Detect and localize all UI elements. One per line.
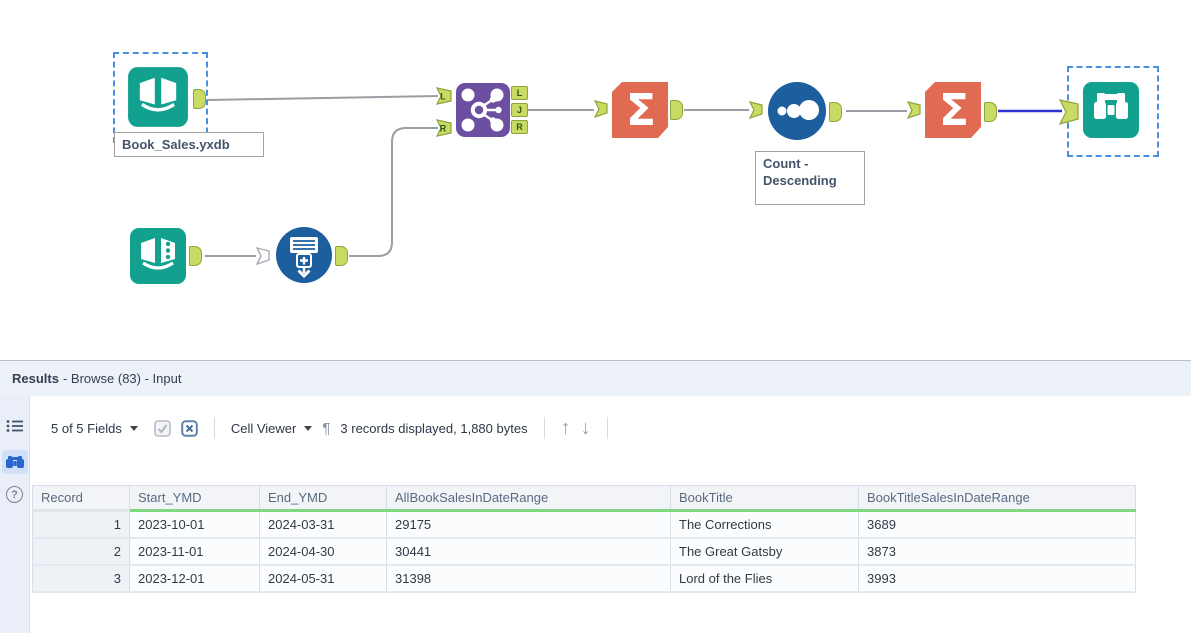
join-output-anchor-R[interactable]: R xyxy=(511,120,528,134)
data-view-button[interactable] xyxy=(1,450,28,474)
cell-viewer-dropdown[interactable]: Cell Viewer xyxy=(231,421,313,436)
summarize1-output-anchor[interactable] xyxy=(670,100,683,120)
cell-viewer-label: Cell Viewer xyxy=(230,420,297,436)
summarize-tool-icon-2[interactable]: Σ xyxy=(924,81,982,139)
results-title: Results xyxy=(12,371,59,386)
help-icon[interactable]: ? xyxy=(6,486,23,503)
results-panel: Results - Browse (83) - Input xyxy=(0,360,1191,633)
summarize2-output-anchor[interactable] xyxy=(984,102,997,122)
column-header-allbooksalesindaterange[interactable]: AllBookSalesInDateRange xyxy=(386,485,671,512)
column-header-booktitle[interactable]: BookTitle xyxy=(670,485,859,512)
record-number-cell[interactable]: 1 xyxy=(32,509,130,538)
toolbar-separator xyxy=(543,417,545,439)
input-data-tool-icon[interactable] xyxy=(127,66,189,128)
column-header-start_ymd[interactable]: Start_YMD xyxy=(129,485,260,512)
list-view-icon xyxy=(6,420,23,432)
data-cell[interactable]: 29175 xyxy=(386,509,671,538)
data-cell[interactable]: The Corrections xyxy=(670,509,859,538)
generate-rows-tool-icon[interactable] xyxy=(275,226,333,284)
summarize2-input-anchor[interactable] xyxy=(907,101,921,119)
data-cell[interactable]: 2023-10-01 xyxy=(129,509,260,538)
fields-dropdown[interactable]: 5 of 5 Fields xyxy=(51,421,138,436)
generate-rows-output-anchor[interactable] xyxy=(335,246,348,266)
data-cell[interactable]: 2024-05-31 xyxy=(259,563,387,593)
sort-tool-annotation[interactable]: Count - Descending xyxy=(755,151,865,205)
fields-dropdown-label: 5 of 5 Fields xyxy=(51,420,122,436)
data-cell[interactable]: Lord of the Flies xyxy=(670,563,859,593)
browse-input-anchor[interactable] xyxy=(1059,99,1079,125)
toolbar-separator xyxy=(606,417,608,439)
results-icon-strip: ? xyxy=(0,396,30,633)
text-input-output-anchor[interactable] xyxy=(189,246,202,266)
input-data-output-anchor[interactable] xyxy=(193,89,206,109)
data-cell[interactable]: 31398 xyxy=(386,563,671,593)
connection-input-to-join-L[interactable] xyxy=(207,95,439,101)
sort-output-anchor[interactable] xyxy=(829,102,842,122)
join-input-anchor-left[interactable]: L xyxy=(436,87,452,105)
record-number-cell[interactable]: 2 xyxy=(32,536,130,565)
join-output-anchor-L[interactable]: L xyxy=(511,86,528,100)
record-number-cell[interactable]: 3 xyxy=(32,563,130,593)
join-output-anchor-J[interactable]: J xyxy=(511,103,528,117)
sigma-glyph: Σ xyxy=(939,85,969,136)
data-cell[interactable]: 2024-03-31 xyxy=(259,509,387,538)
data-cell[interactable]: 2024-04-30 xyxy=(259,536,387,565)
input-tool-annotation[interactable]: Book_Sales.yxdb xyxy=(114,132,264,157)
join-right-anchor-letter: R xyxy=(440,124,447,134)
results-panel-header: Results - Browse (83) - Input xyxy=(0,361,1191,396)
join-tool-icon[interactable] xyxy=(455,82,511,138)
scroll-down-button[interactable]: ↓ xyxy=(580,417,591,439)
toolbar-separator xyxy=(213,417,215,439)
records-info: 3 records displayed, 1,880 bytes xyxy=(340,420,528,436)
whitespace-toggle-icon[interactable]: ¶ xyxy=(322,419,331,437)
binoculars-icon xyxy=(5,456,24,468)
data-cell[interactable]: The Great Gatsby xyxy=(670,536,859,565)
sigma-glyph: Σ xyxy=(626,85,656,136)
text-input-tool-icon[interactable] xyxy=(129,227,187,285)
column-header-end_ymd[interactable]: End_YMD xyxy=(259,485,387,512)
data-cell[interactable]: 3689 xyxy=(858,509,1136,538)
chevron-down-icon xyxy=(129,425,138,431)
data-cell[interactable]: 2023-12-01 xyxy=(129,563,260,593)
metadata-view-button[interactable] xyxy=(2,414,28,438)
column-header-record[interactable]: Record xyxy=(32,485,130,512)
results-toolbar: 5 of 5 Fields Cell Viewer ¶ 3 record xyxy=(31,396,1191,460)
select-all-checkbox-icon[interactable] xyxy=(154,419,171,437)
connection-generaterows-to-join-R[interactable] xyxy=(349,127,438,257)
workflow-canvas[interactable]: Book_Sales.yxdb L xyxy=(0,0,1191,360)
join-input-anchor-right[interactable]: R xyxy=(436,119,452,137)
data-cell[interactable]: 3873 xyxy=(858,536,1136,565)
data-cell[interactable]: 2023-11-01 xyxy=(129,536,260,565)
sort-tool-icon[interactable] xyxy=(767,81,827,141)
scroll-up-button[interactable]: ↑ xyxy=(560,417,571,439)
browse-tool-icon[interactable] xyxy=(1082,81,1140,139)
data-cell[interactable]: 3993 xyxy=(858,563,1136,593)
deselect-all-icon[interactable] xyxy=(181,419,198,437)
summarize1-input-anchor[interactable] xyxy=(594,100,608,118)
results-subtitle: - Browse (83) - Input xyxy=(62,371,182,386)
column-header-booktitlesalesindaterange[interactable]: BookTitleSalesInDateRange xyxy=(858,485,1136,512)
summarize-tool-icon[interactable]: Σ xyxy=(611,81,669,139)
join-left-anchor-letter: L xyxy=(440,92,446,102)
sort-input-anchor[interactable] xyxy=(749,101,763,119)
chevron-down-icon xyxy=(304,425,313,431)
connection-layer xyxy=(205,95,1062,257)
data-cell[interactable]: 30441 xyxy=(386,536,671,565)
generate-rows-input-anchor[interactable] xyxy=(256,247,270,265)
